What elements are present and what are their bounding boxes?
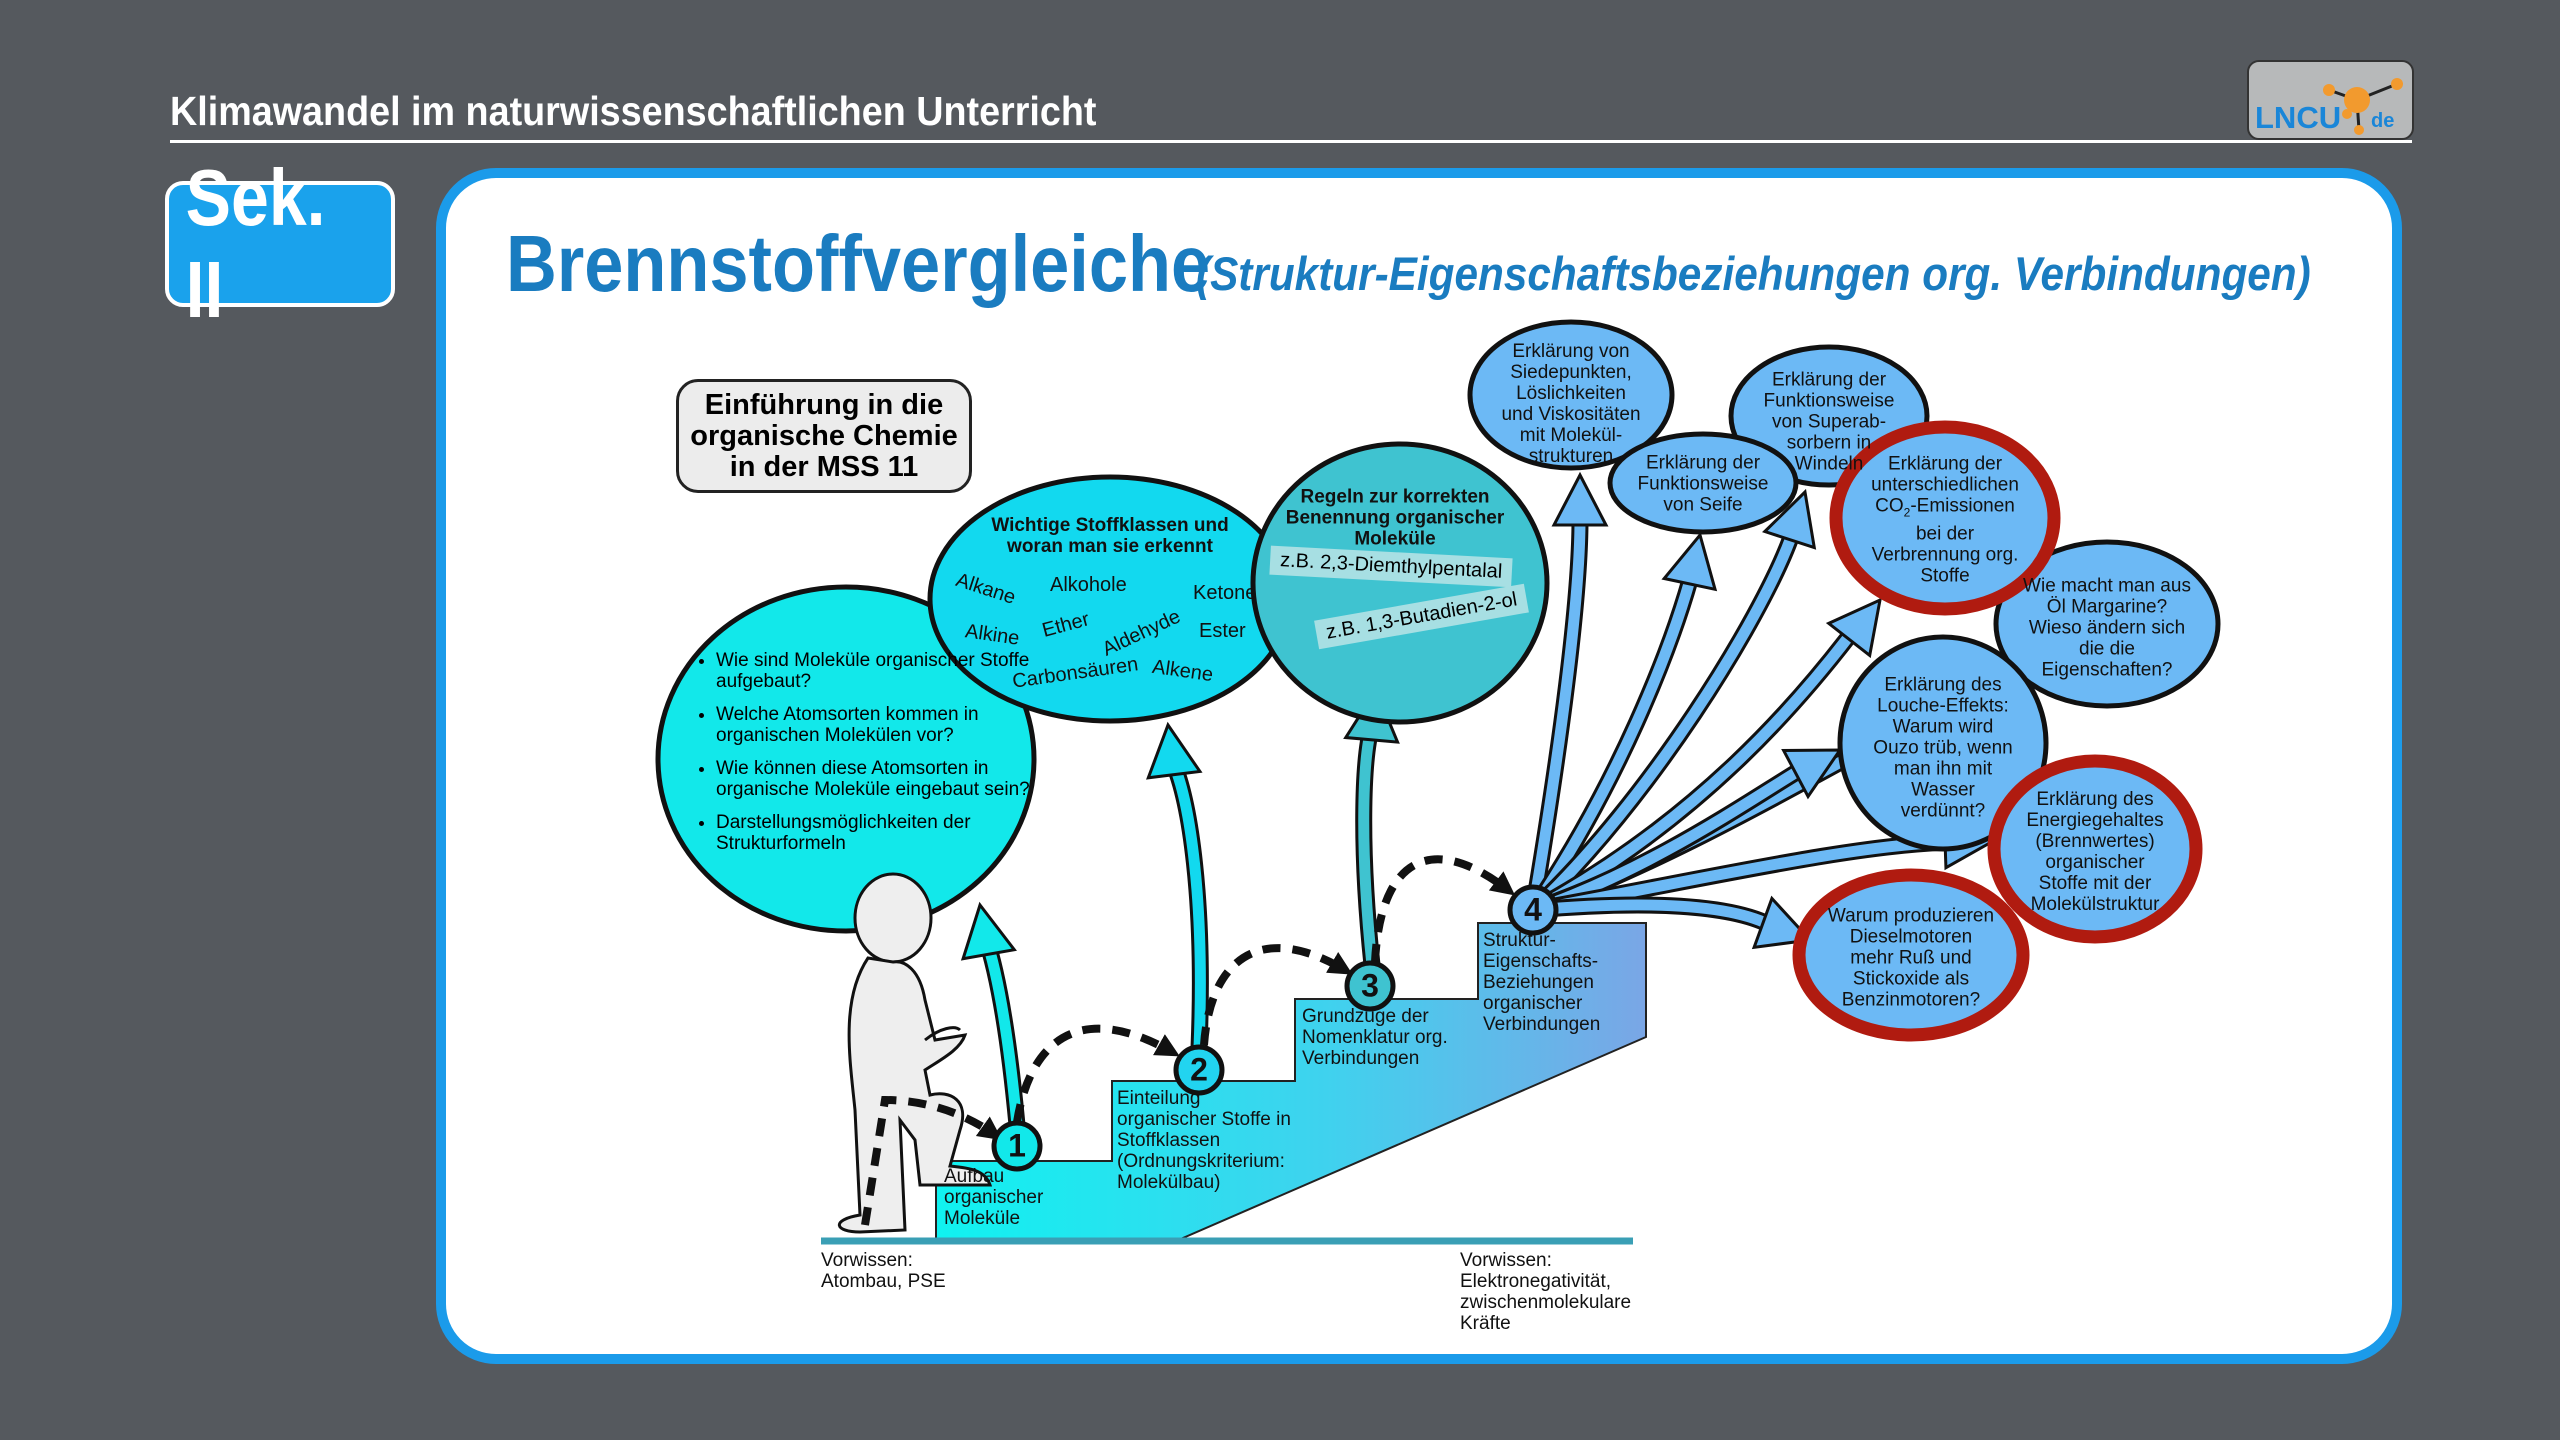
arrowhead-icon	[1551, 471, 1609, 527]
slide-title-main: Brennstoffvergleiche	[506, 219, 1211, 308]
arrowhead-icon	[1825, 597, 1883, 659]
dashed-path-1-2	[1013, 1024, 1180, 1123]
arrow-to-regeln	[1343, 686, 1400, 966]
arrow-to-questions	[960, 901, 1026, 1126]
margarine-text: Wie macht man aus Öl Margarine? Wieso än…	[2023, 575, 2191, 681]
bubble-diesel	[1792, 868, 2030, 1042]
arrow-to-stoffklassen	[1146, 721, 1209, 1049]
questions-list: Wie sind Moleküle organischer Stoffe auf…	[688, 650, 1046, 866]
bubble-energie	[1987, 754, 2203, 944]
slide-title: Brennstoffvergleiche (Struktur-Eigenscha…	[506, 218, 2311, 310]
logo-text: LNCU	[2255, 100, 2342, 135]
stoffklasse-word: Ester	[1199, 620, 1246, 642]
prior-knowledge-right: Vorwissen: Elektronegativität, zwischenm…	[1460, 1250, 1632, 1334]
bubble-questions	[655, 584, 1037, 934]
arrow-to-siedepunkte	[1524, 471, 1609, 912]
step-marker-2	[1173, 1044, 1225, 1096]
arrowhead-icon	[1781, 748, 1843, 800]
arrow-to-louche	[1530, 748, 1843, 919]
louche-text: Erklärung des Louche-Effekts: Warum wird…	[1873, 674, 2013, 822]
step-label-3: Grundzüge der Nomenklatur org. Verbindun…	[1302, 1006, 1448, 1069]
step-label-2: Einteilung organischer Stoffe in Stoffkl…	[1117, 1088, 1291, 1193]
regeln-title: Regeln zur korrekten Benennung organisch…	[1285, 486, 1505, 550]
arrow-to-co2	[1528, 597, 1883, 918]
stoffklasse-word: Alkohole	[1050, 574, 1127, 596]
energie-text: Erklärung des Energiegehaltes (Brennwert…	[2026, 789, 2164, 915]
step-marker-4	[1507, 884, 1559, 936]
logo-suffix: de	[2371, 110, 2395, 132]
header-divider	[170, 140, 2412, 143]
dashed-path-2-3	[1200, 944, 1353, 1046]
slide-subtitle: (Struktur-Eigenschaftsbeziehungen org. V…	[1196, 247, 2311, 300]
bubble-co2	[1829, 420, 2061, 616]
dashed-path-start	[861, 1095, 1003, 1226]
diesel-text: Warum produzieren Dieselmotoren mehr Ruß…	[1827, 905, 1995, 1011]
arrow-to-superabsorber	[1527, 488, 1817, 917]
stoffklasse-word: Ketone	[1193, 582, 1257, 604]
step-label-4: Struktur- Eigenschafts- Beziehungen orga…	[1483, 930, 1601, 1035]
step-number: 3	[1361, 967, 1379, 1004]
step-number: 1	[1008, 1127, 1026, 1164]
arrowhead-icon	[1762, 488, 1817, 550]
bubble-seife	[1607, 431, 1799, 535]
question-item: Wie sind Moleküle organischer Stoffe auf…	[716, 650, 1046, 692]
co2-text: Erklärung der unterschiedlichen CO2-Emis…	[1871, 453, 2019, 587]
dashed-path-3-4	[1371, 855, 1516, 963]
step-number: 4	[1524, 891, 1542, 928]
header-title: Klimawandel im naturwissenschaftlichen U…	[170, 88, 1097, 134]
bubble-louche	[1837, 634, 2049, 852]
arrowhead-icon	[1661, 531, 1718, 592]
question-item: Wie können diese Atomsorten in organisch…	[716, 758, 1046, 800]
arrowhead-icon	[960, 901, 1017, 961]
lncu-logo[interactable]: LNCU de	[2247, 60, 2414, 140]
level-badge: Sek. II	[165, 153, 395, 334]
stoffklassen-title: Wichtige Stoffklassen und woran man sie …	[991, 515, 1229, 557]
step-marker-3	[1344, 960, 1396, 1012]
question-item: Darstellungsmöglichkeiten der Strukturfo…	[716, 812, 1046, 854]
step-label-1: Aufbau organischer Moleküle	[944, 1166, 1044, 1229]
question-item: Welche Atomsorten kommen in organischen …	[716, 704, 1046, 746]
arrowhead-icon	[1146, 721, 1203, 780]
bubble-margarine	[1993, 539, 2221, 709]
step-number: 2	[1190, 1051, 1208, 1088]
intro-box: Einführung in die organische Chemie in d…	[676, 379, 972, 493]
bubble-siedepunkte	[1467, 319, 1675, 471]
arrow-to-seife	[1525, 531, 1718, 915]
bubble-regeln	[1250, 441, 1550, 725]
seife-text: Erklärung der Funktionsweise von Seife	[1637, 452, 1769, 516]
superabsorber-text: Erklärung der Funktionsweise von Superab…	[1763, 369, 1895, 475]
siedepunkte-text: Erklärung von Siedepunkten, Löslichkeite…	[1501, 341, 1641, 467]
molecule-icon	[2323, 78, 2403, 135]
step-marker-1	[991, 1120, 1043, 1172]
prior-knowledge-left: Vorwissen: Atombau, PSE	[821, 1250, 946, 1292]
